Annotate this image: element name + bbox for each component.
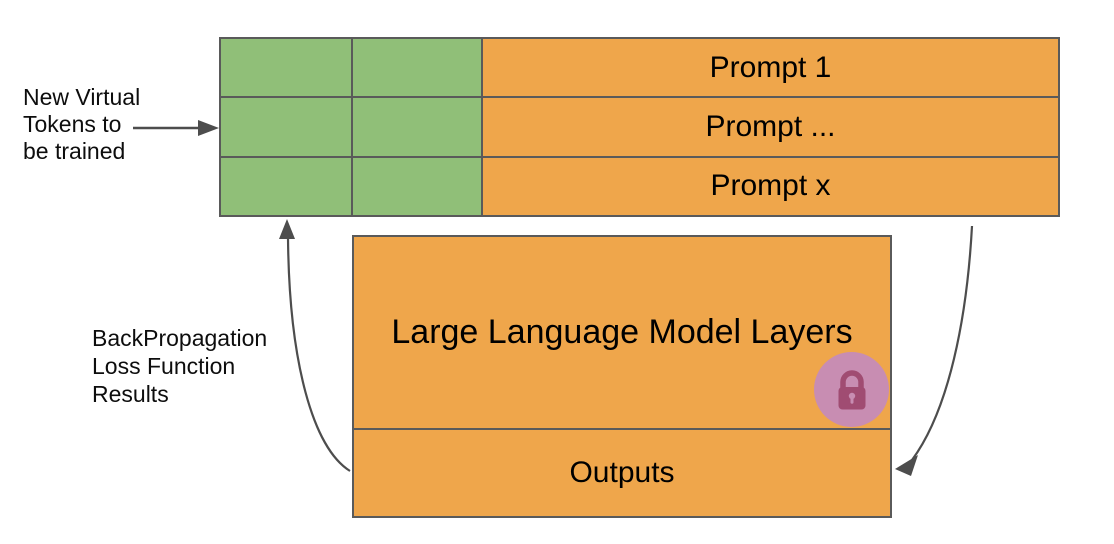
lock-icon bbox=[838, 369, 865, 409]
prompt-cell: Prompt 1 bbox=[483, 39, 1058, 97]
model-stack: Large Language Model Layers Outputs bbox=[352, 235, 892, 518]
backpropagation-arrow bbox=[279, 219, 351, 472]
prompt-cell: Prompt ... bbox=[483, 98, 1058, 156]
virtual-token-cell bbox=[353, 39, 481, 97]
prompt-cell: Prompt x bbox=[483, 157, 1058, 215]
virtual-token-cell bbox=[221, 39, 351, 97]
annotation-line: Tokens to bbox=[23, 111, 122, 137]
annotation-line: New Virtual bbox=[23, 84, 141, 110]
prompt-token-table: Prompt 1 Prompt ... Prompt x bbox=[219, 37, 1060, 217]
virtual-tokens-annotation: New Virtual Tokens to be trained bbox=[23, 84, 140, 165]
outputs-box: Outputs bbox=[354, 430, 890, 516]
virtual-token-cell bbox=[221, 157, 351, 215]
annotation-line: BackPropagation bbox=[92, 325, 268, 351]
annotation-line: be trained bbox=[23, 138, 126, 164]
backpropagation-annotation: BackPropagation Loss Function Results bbox=[92, 324, 267, 408]
virtual-tokens-arrow bbox=[133, 120, 219, 136]
outputs-label: Outputs bbox=[569, 456, 675, 489]
output-feedback-arrow bbox=[895, 225, 974, 476]
virtual-token-cell bbox=[221, 98, 351, 156]
llm-layers-label: Large Language Model Layers bbox=[391, 313, 853, 351]
llm-layers-box: Large Language Model Layers bbox=[354, 237, 890, 428]
annotation-line: Results bbox=[92, 381, 169, 407]
virtual-token-cell bbox=[353, 98, 481, 156]
annotation-line: Loss Function bbox=[92, 353, 236, 379]
frozen-model-badge bbox=[814, 352, 889, 427]
virtual-token-cell bbox=[353, 157, 481, 215]
